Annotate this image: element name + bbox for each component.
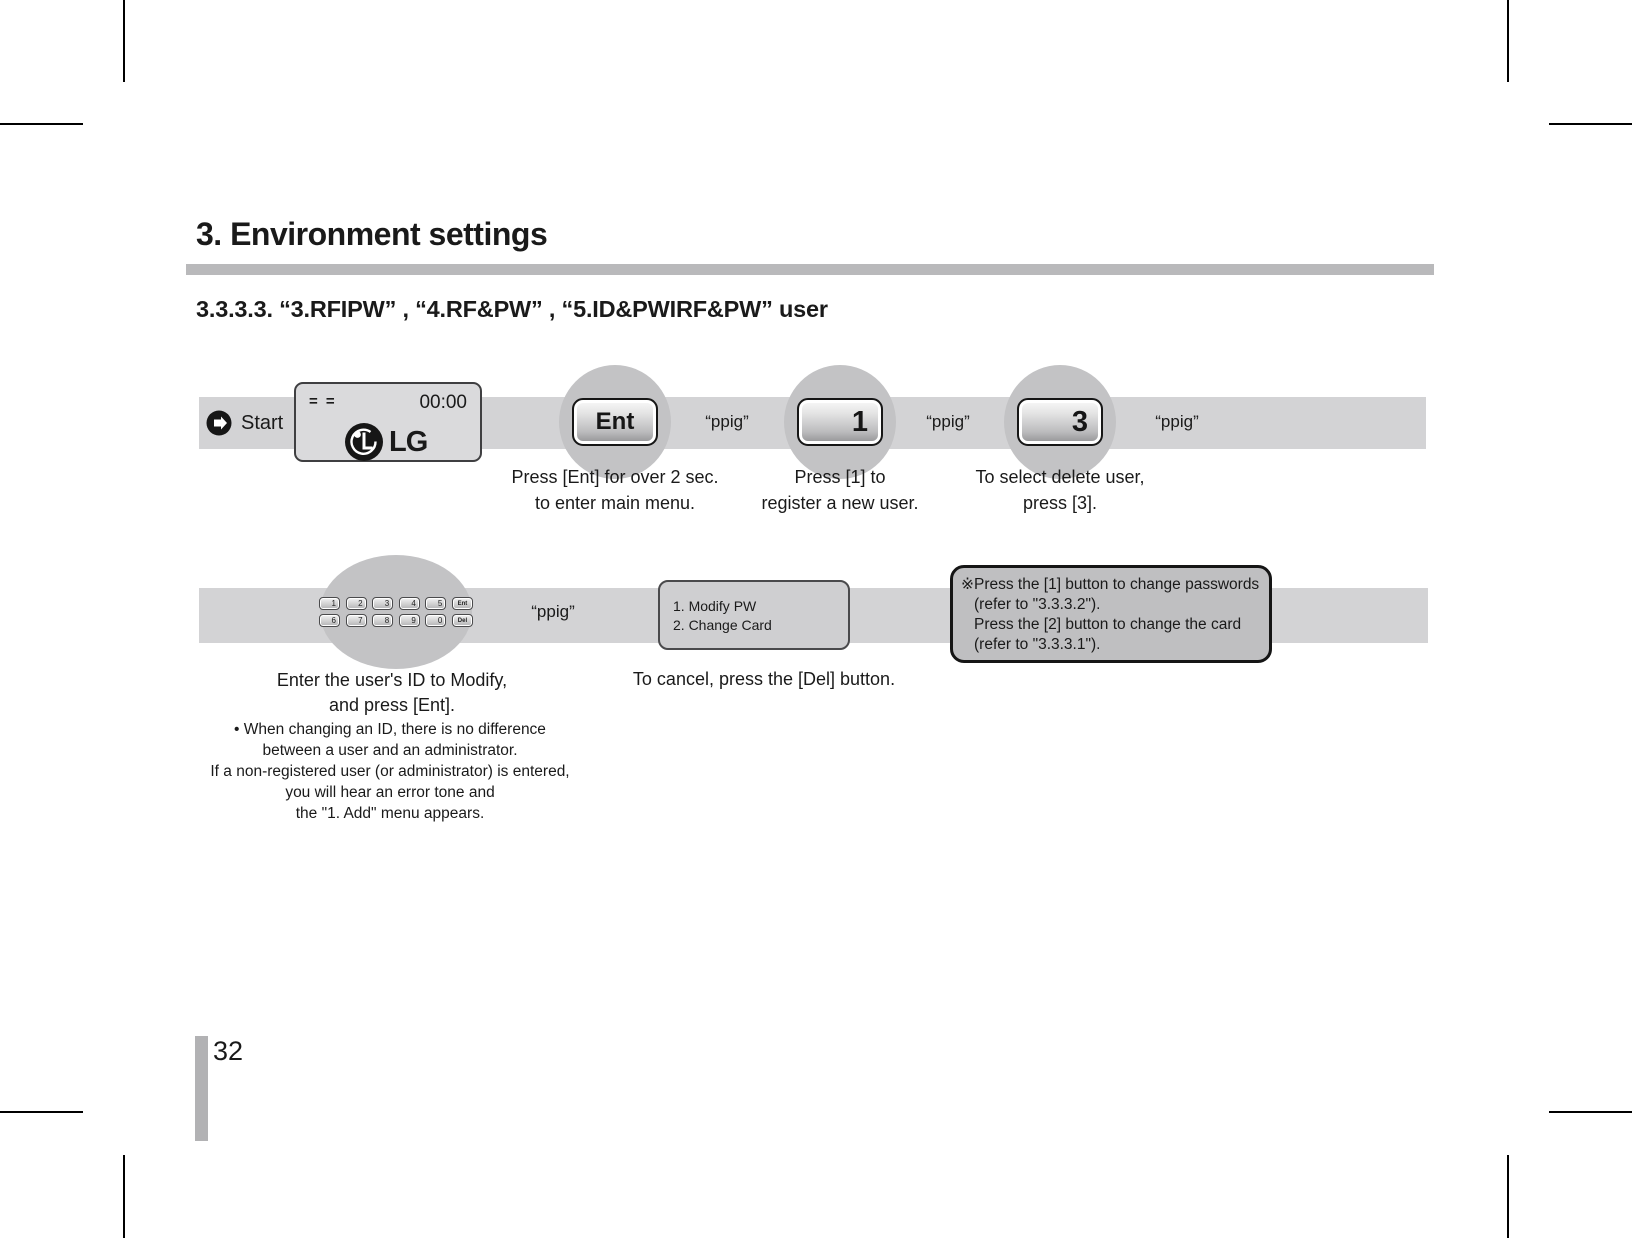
display-status-text: = = [309, 393, 337, 410]
crop-mark-bottom-left-horizontal [0, 1111, 83, 1113]
lg-brand-text: LG [389, 425, 428, 458]
lcd-line-2: 2. Change Card [673, 617, 772, 633]
keypad-key-9: 9 [398, 614, 420, 627]
caption-press-3: To select delete user, press [3]. [975, 467, 1145, 513]
crop-mark-top-left-vertical [123, 0, 125, 82]
caption-cancel: To cancel, press the [Del] button. [632, 669, 896, 689]
crop-mark-top-right-vertical [1507, 0, 1509, 82]
page-title: 3. Environment settings [196, 216, 548, 252]
start-label-group: Start [206, 397, 283, 449]
keypad-key-del: Del [451, 614, 473, 627]
keypad-key-4: 4 [398, 597, 420, 610]
keypad-row-1: 1 2 3 4 5 Ent [319, 597, 473, 610]
section-heading: 3.3.3.3. “3.RFIPW” , “4.RF&PW” , “5.ID&P… [196, 296, 828, 322]
digit-1-key: 1 [797, 398, 883, 446]
keypad-key-7: 7 [345, 614, 367, 627]
start-arrow-icon [206, 410, 232, 436]
note-line: ※Press the [1] button to change password… [961, 576, 1260, 593]
caption-enter-id: Enter the user's ID to Modify, and press… [276, 670, 508, 715]
keypad-circle [320, 555, 472, 669]
sound-label: “ppig” [926, 412, 970, 431]
note-line: (refer to "3.3.3.1"). [974, 636, 1101, 653]
display-time: 00:00 [419, 392, 467, 413]
note-box: ※Press the [1] button to change password… [950, 565, 1272, 663]
note-line: Press the [2] button to change the card [974, 616, 1242, 633]
page-number-bar [195, 1036, 208, 1141]
ent-key: Ent [572, 398, 658, 446]
step-circle-1: 1 [784, 365, 896, 479]
sound-label: “ppig” [705, 412, 749, 431]
keypad-key-ent: Ent [451, 597, 473, 610]
sound-label: “ppig” [1155, 412, 1199, 431]
crop-mark-bottom-right-vertical [1507, 1155, 1509, 1238]
keypad-key-6: 6 [319, 614, 340, 627]
crop-mark-bottom-right-horizontal [1549, 1111, 1632, 1113]
caption-press-1: Press [1] to register a new user. [761, 467, 919, 513]
note-line: (refer to "3.3.3.2"). [974, 596, 1101, 613]
sound-label: “ppig” [531, 602, 575, 621]
lcd-line-1: 1. Modify PW [673, 598, 757, 614]
crop-mark-bottom-left-vertical [123, 1155, 125, 1238]
keypad-key-8: 8 [372, 614, 394, 627]
keypad-key-0: 0 [425, 614, 447, 627]
crop-mark-top-right-horizontal [1549, 123, 1632, 125]
step-circle-ent: Ent [559, 365, 671, 479]
caption-press-ent: Press [Ent] for over 2 sec. to enter mai… [511, 467, 719, 513]
keypad-row-2: 6 7 8 9 0 Del [319, 614, 473, 627]
caption-notes: • When changing an ID, there is no diffe… [210, 721, 570, 822]
title-underline-bar [186, 264, 1434, 275]
page-number: 32 [213, 1036, 244, 1066]
device-display: = = 00:00 LG [294, 382, 482, 462]
start-label: Start [241, 411, 284, 434]
keypad-key-3: 3 [372, 597, 394, 610]
lg-face-logo-icon [345, 423, 383, 461]
keypad-key-2: 2 [345, 597, 367, 610]
keypad-key-5: 5 [425, 597, 447, 610]
keypad-key-1: 1 [319, 597, 340, 610]
crop-mark-top-left-horizontal [0, 123, 83, 125]
digit-3-key: 3 [1017, 398, 1103, 446]
step-circle-3: 3 [1004, 365, 1116, 479]
lcd-menu-box: 1. Modify PW 2. Change Card [658, 580, 850, 650]
